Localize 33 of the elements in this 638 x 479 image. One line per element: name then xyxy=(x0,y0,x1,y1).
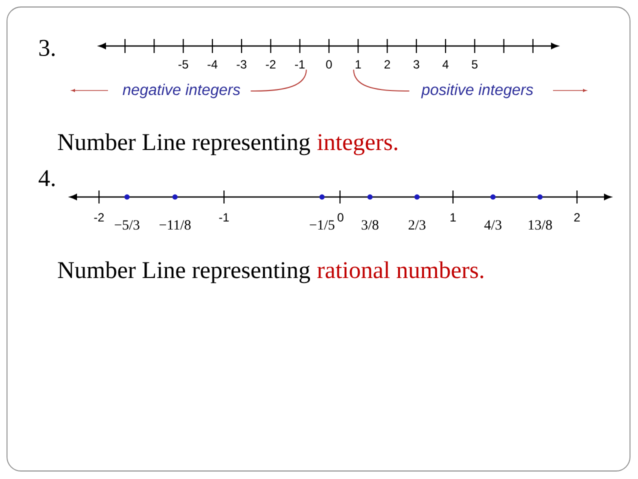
tick-label: 5 xyxy=(472,60,478,69)
fraction-label: 3/8 xyxy=(362,220,378,230)
tick-label: -2 xyxy=(94,213,104,222)
fraction-label: −11/8 xyxy=(160,220,191,230)
fraction-label: 2/3 xyxy=(408,220,426,230)
tick-label: -2 xyxy=(266,60,276,68)
item-number: 3. xyxy=(39,40,55,56)
fraction-label: −5/3 xyxy=(114,220,140,230)
region-label: positive integers xyxy=(421,84,534,98)
tick-label: -4 xyxy=(208,60,218,68)
tick-label: 0 xyxy=(326,60,332,69)
item-number: 4. xyxy=(38,170,55,186)
fraction-label: −1/5 xyxy=(310,220,334,230)
tick-label: 0 xyxy=(338,213,344,222)
leader-line xyxy=(353,69,410,92)
tick-label: 1 xyxy=(356,60,361,68)
tick-label: -5 xyxy=(178,60,188,69)
fraction-label: 4/3 xyxy=(484,220,502,230)
tick-label: -3 xyxy=(236,60,246,69)
tick-label: -1 xyxy=(219,213,229,222)
caption-text: Number Line representing xyxy=(58,261,310,284)
tick-label: 4 xyxy=(442,60,449,68)
tick-label: 1 xyxy=(450,213,456,222)
tick-label: 3 xyxy=(414,60,420,69)
leader-line xyxy=(250,69,307,92)
fraction-label: 13/8 xyxy=(528,220,552,230)
region-label: negative integers xyxy=(122,84,240,98)
tick-label: -1 xyxy=(295,60,305,68)
highlighted-text: rational numbers. xyxy=(317,261,484,278)
caption-text: Number Line representing xyxy=(58,133,310,156)
tick-label: 2 xyxy=(574,213,580,222)
highlighted-text: integers. xyxy=(317,134,398,156)
tick-label: 2 xyxy=(384,60,390,68)
